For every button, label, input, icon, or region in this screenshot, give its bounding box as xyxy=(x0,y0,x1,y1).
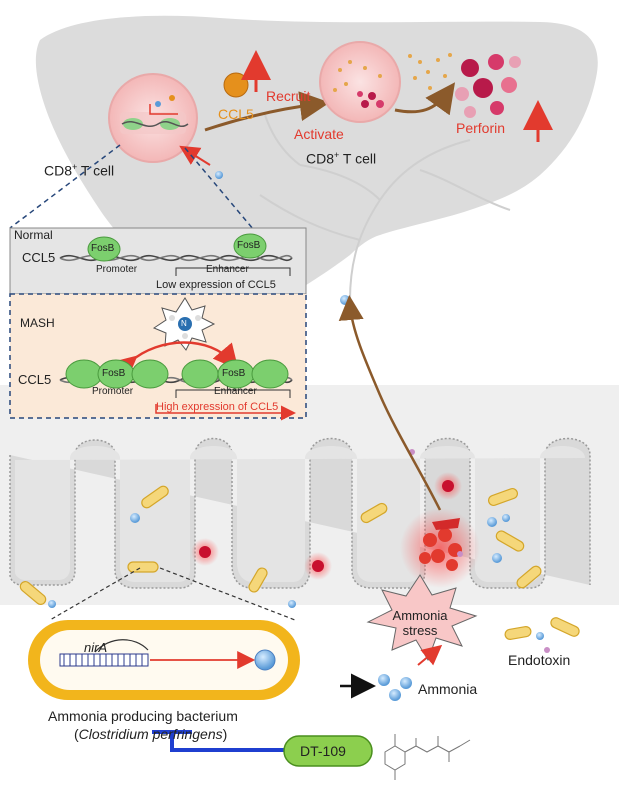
ccl5-ball xyxy=(223,72,249,98)
mash-enhancer: Enhancer xyxy=(214,386,257,397)
ammonia-molecule-icon xyxy=(152,297,216,351)
dt109-pill xyxy=(283,735,373,767)
mash-title: MASH xyxy=(20,316,55,330)
cd8-right-text: CD8 xyxy=(306,150,335,167)
zoom-line-left xyxy=(9,144,121,229)
normal-enhancer: Enhancer xyxy=(206,264,249,275)
normal-gene: CCL5 xyxy=(22,250,56,265)
molecule-atom: N xyxy=(181,319,187,328)
perforin-label: Perforin xyxy=(456,120,506,136)
inhibition-bar-icon xyxy=(152,730,300,752)
normal-fosb-2: FosB xyxy=(237,240,261,251)
mash-fosb-1: FosB xyxy=(102,368,126,379)
normal-fosb-1: FosB xyxy=(91,243,115,254)
cd8-left-rest: T cell xyxy=(77,162,115,179)
activate-label: Activate xyxy=(294,126,344,142)
perforin-granules xyxy=(408,53,521,118)
normal-promoter: Promoter xyxy=(96,264,138,275)
cd8-left-sup: + xyxy=(72,162,78,172)
paren-close: ) xyxy=(222,726,228,742)
cd8-label-right: CD8+ T cell xyxy=(306,150,376,167)
species-name: Clostridium perfringens xyxy=(78,726,223,742)
activate-arrow xyxy=(394,82,456,116)
stress-line2: stress xyxy=(402,623,438,638)
interaction-arrow xyxy=(110,341,239,382)
immune-cells xyxy=(191,472,480,588)
paren-open: ( xyxy=(74,726,79,742)
cd8-right-rest: T cell xyxy=(339,150,377,167)
mash-promoter: Promoter xyxy=(92,386,134,397)
stress-line1: Ammonia xyxy=(392,608,448,623)
recruit-label: Recruit xyxy=(266,88,311,104)
mash-note: High expression of CCL5 xyxy=(156,401,279,413)
nira-label: nirA xyxy=(84,640,108,655)
cd8-left-text: CD8 xyxy=(44,162,73,179)
nira-dna-icon xyxy=(59,639,149,667)
cd8-cell-left xyxy=(108,73,198,163)
rod-bacteria xyxy=(19,485,580,640)
normal-title: Normal xyxy=(14,228,53,242)
bacterium-name: Ammonia producing bacterium xyxy=(48,708,238,724)
recruit-arrow xyxy=(204,91,330,132)
portal-arrow xyxy=(338,295,442,511)
mash-gene: CCL5 xyxy=(18,372,52,387)
ammonia-label: Ammonia xyxy=(418,681,478,697)
dt109-label: DT-109 xyxy=(300,743,346,759)
liver-vessels xyxy=(259,114,511,301)
mash-panel xyxy=(9,293,307,419)
dt109-structure-icon xyxy=(384,734,471,780)
normal-note: Low expression of CCL5 xyxy=(156,279,276,291)
ccl5-label: CCL5 xyxy=(218,106,254,122)
bacterium-species: (Clostridium perfringens) xyxy=(74,726,227,742)
cd8-label-left: CD8+ T cell xyxy=(44,162,114,179)
nucleosomes xyxy=(65,359,289,389)
endotoxin-label: Endotoxin xyxy=(508,652,571,668)
cd8-cell-right xyxy=(319,41,401,123)
cd8-right-sup: + xyxy=(334,150,340,160)
mash-fosb-2: FosB xyxy=(222,368,246,379)
